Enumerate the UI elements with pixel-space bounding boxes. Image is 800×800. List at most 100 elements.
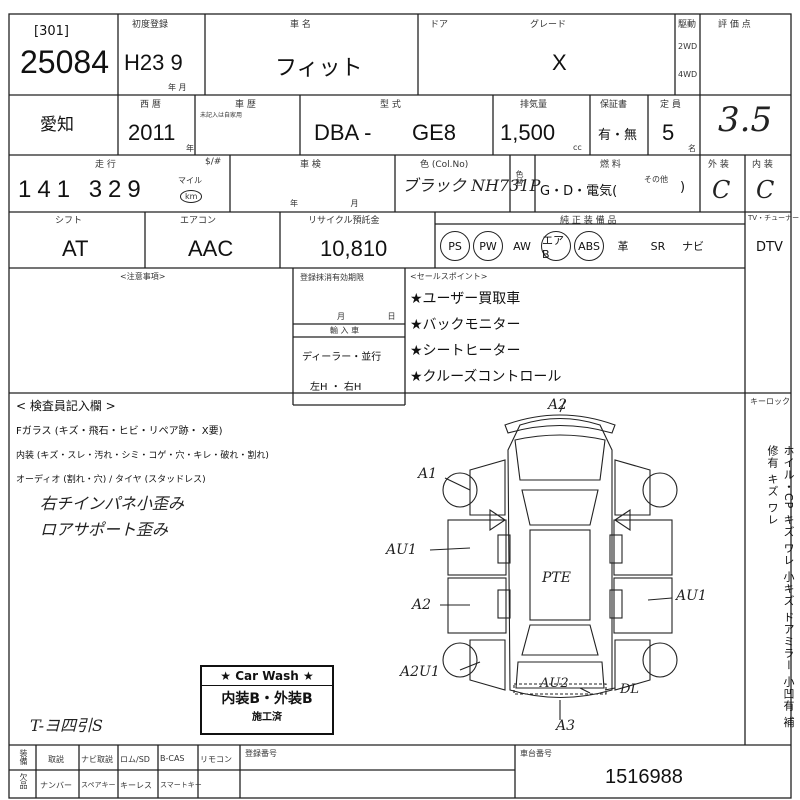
- carwash-line: 内装B・外装B: [221, 691, 313, 707]
- ac-label: エアコン: [180, 216, 217, 226]
- mark-roof-pte: PTE: [542, 570, 571, 586]
- mark-left-quarter-a2u1: A2U1: [400, 664, 440, 680]
- sales-point: ★ユーザー買取車: [410, 291, 521, 307]
- keyless-label: キーロック: [750, 397, 790, 406]
- inspection-unit: 年 月: [290, 199, 359, 208]
- name-value: フィット: [275, 55, 363, 80]
- mark-rear-dl: DL: [620, 682, 640, 697]
- inspection-label: 車 検: [300, 160, 321, 170]
- tv-value: DTV: [756, 240, 783, 255]
- reg-expiry-unit: 月 日: [337, 312, 396, 321]
- eval-label: 評 価 点: [718, 20, 751, 30]
- shift-value: AT: [62, 236, 89, 261]
- inspector-hand3: T-ヨ四引S: [30, 716, 103, 735]
- lot-prefix: [301]: [34, 24, 69, 39]
- footer-reg-no-label: 登録番号: [245, 749, 277, 758]
- mark-left-rear-a2: A2: [412, 597, 432, 613]
- color-change: 色替: [515, 170, 524, 186]
- footer-chassis-label: 車台番号: [520, 749, 552, 758]
- year-label: 西 暦: [140, 100, 161, 110]
- region: 愛知: [40, 115, 74, 134]
- footer-equip: 装備: [19, 749, 28, 765]
- inspector-line1: Fガラス (キズ・飛石・ヒビ・リペア跡・ X要): [16, 426, 223, 437]
- equip-item: SR: [650, 239, 666, 253]
- grade-value: X: [552, 50, 567, 75]
- mileage-unit-km: km: [180, 190, 203, 203]
- equip-label: 純 正 装 備 品: [560, 216, 617, 226]
- tv-label: TV・チューナー: [748, 214, 800, 222]
- drive-4wd: 4WD: [678, 70, 698, 79]
- mileage-unit: マイル: [178, 176, 202, 185]
- equip-item: ナビ: [682, 240, 704, 253]
- inspector-title: < 検査員記入欄 >: [16, 399, 116, 413]
- equip-item: PW: [473, 231, 503, 261]
- fuel-value: G・D・電気(: [540, 184, 618, 199]
- footer-item-smart-key: スマートキー: [160, 781, 202, 789]
- warranty-value: 有・無: [598, 128, 638, 143]
- drive-label: 駆動: [678, 20, 697, 30]
- mark-rear-a3: A3: [556, 718, 576, 734]
- footer-item-keyless: キーレス: [120, 781, 152, 790]
- mileage-label: 走 行: [95, 160, 116, 170]
- carwash-done: 施工済: [252, 712, 282, 723]
- sales-point: ★バックモニター: [410, 317, 521, 333]
- mark-front-a2: A2: [548, 397, 568, 413]
- capacity-label: 定 員: [660, 100, 681, 110]
- mark-left-front-a1: A1: [418, 466, 438, 482]
- footer-item-remote: リモコン: [200, 755, 232, 764]
- handle-value: 左H ・ 右H: [310, 382, 362, 393]
- footer-item-nav-manual: ナビ取説: [81, 755, 113, 764]
- fuel-label: 燃 料: [600, 160, 621, 170]
- name-label: 車 名: [290, 20, 311, 30]
- hist-label: 車 歴: [235, 100, 256, 110]
- capacity-value: 5: [662, 120, 675, 145]
- import-label: 輸 入 車: [330, 326, 360, 335]
- reg-label: 初度登録: [132, 20, 169, 30]
- sales-point: ★シートヒーター: [410, 343, 521, 359]
- mark-right-au1: AU1: [676, 588, 707, 604]
- ac-value: AAC: [188, 236, 234, 261]
- disp-value: 1,500: [500, 120, 556, 145]
- disp-unit: cc: [573, 143, 582, 152]
- sales-point: ★クルーズコントロール: [410, 369, 562, 385]
- year-value: 2011: [128, 120, 176, 145]
- reg-unit: 年 月: [168, 83, 187, 92]
- model-prefix: DBA -: [314, 120, 372, 145]
- footer-item-spare-key: スペアキー: [81, 781, 116, 789]
- color-value: ブラック NH731P: [402, 176, 541, 195]
- footer-item-manual: 取説: [48, 755, 64, 764]
- grade-label: グレード: [530, 20, 567, 30]
- door-label: ドア: [430, 20, 449, 30]
- equip-item: PS: [440, 231, 470, 261]
- sales-label: <セールスポイント>: [410, 272, 488, 281]
- color-label: 色 (Col.No): [420, 160, 469, 170]
- import-value: ディーラー・並行: [302, 352, 382, 363]
- equip-item: AW: [513, 239, 531, 253]
- footer-chassis-value: 1516988: [605, 766, 683, 788]
- footer-item-number: ナンバー: [40, 781, 72, 790]
- int-label: 内 装: [752, 160, 773, 170]
- inspector-line2: 内装 (キズ・スレ・汚れ・シミ・コゲ・穴・キレ・破れ・割れ): [16, 451, 269, 461]
- int-value: C: [756, 176, 775, 204]
- mark-left-door-au1: AU1: [386, 542, 417, 558]
- footer-item-rom-sd: ロム/SD: [120, 755, 150, 764]
- mileage-value: 141 329: [18, 176, 147, 203]
- inspector-hand1: 右チインパネ小歪み: [40, 494, 185, 513]
- shift-label: シフト: [55, 216, 83, 226]
- inspector-hand2: ロアサポート歪み: [40, 520, 169, 539]
- lot-number: 25084: [20, 44, 109, 80]
- carwash-title: ★ Car Wash ★: [202, 667, 332, 686]
- disp-label: 排気量: [520, 100, 548, 110]
- fuel-other: その他: [644, 175, 668, 184]
- equip-item: エアB: [541, 231, 571, 261]
- ext-label: 外 装: [708, 160, 729, 170]
- recycle-label: リサイクル預託金: [308, 216, 380, 226]
- ext-value: C: [712, 176, 731, 204]
- drive-2wd: 2WD: [678, 42, 698, 51]
- footer-item-bcas: B-CAS: [160, 754, 185, 763]
- recycle-value: 10,810: [320, 236, 388, 261]
